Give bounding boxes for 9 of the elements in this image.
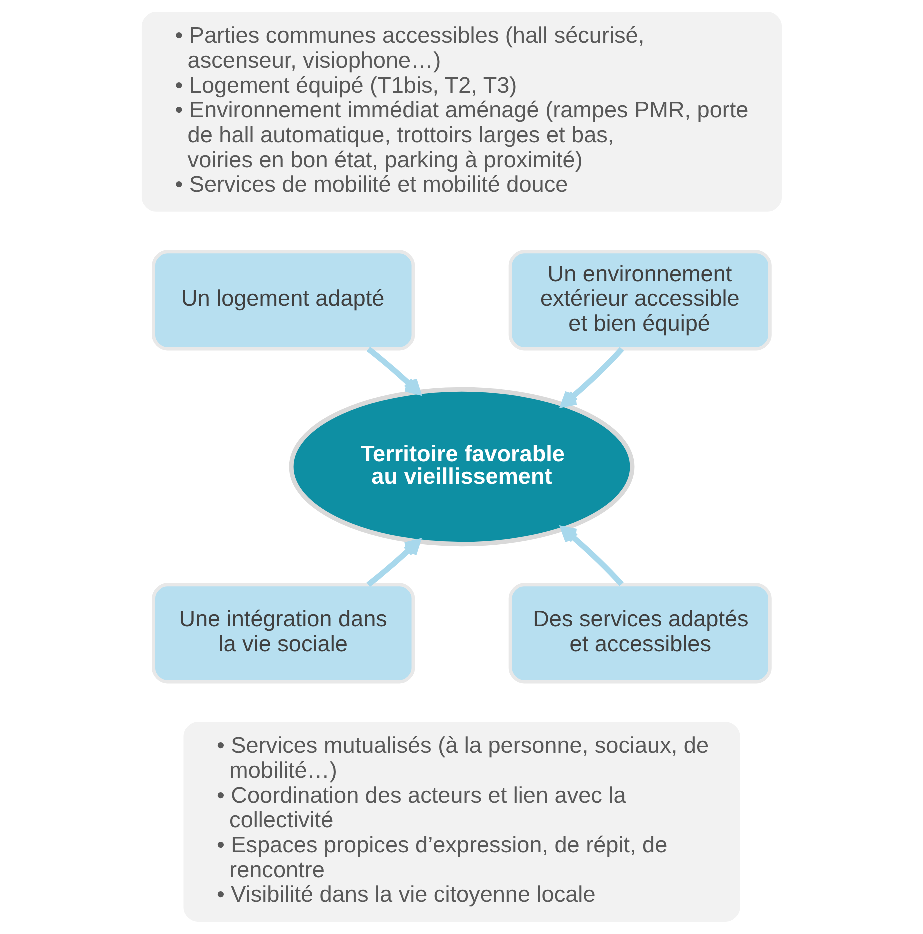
arrow (560, 347, 624, 408)
node-box: Un environnement extérieur accessible et bien équipé (508, 250, 772, 351)
node-box: Un logement adapté (152, 250, 415, 351)
node-box: Des services adaptés et accessibles (508, 583, 772, 684)
arrow (366, 346, 421, 395)
node-ellipse: Territoire favorable au vieillissement (288, 387, 634, 547)
node-box: Une intégration dans la vie sociale (152, 583, 415, 684)
arrow (560, 526, 624, 586)
arrow (366, 539, 420, 588)
